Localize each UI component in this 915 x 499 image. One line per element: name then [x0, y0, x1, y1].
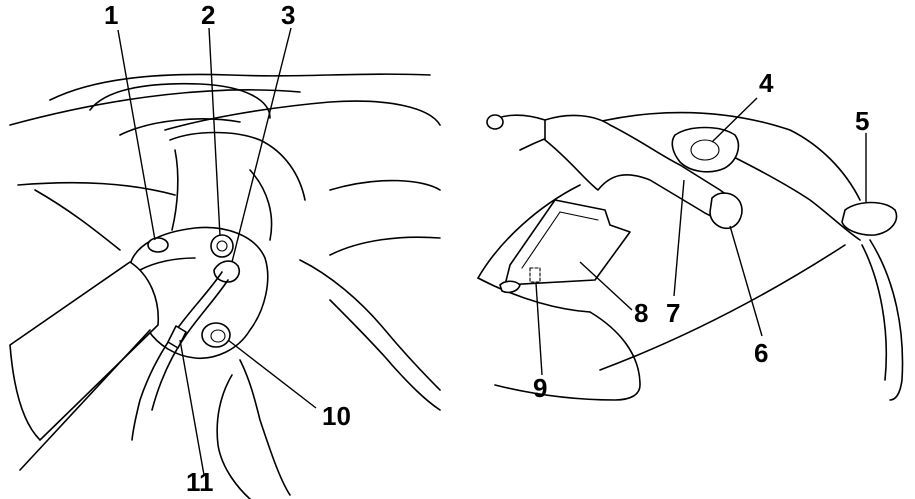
- callout-8: 8: [634, 298, 648, 328]
- callout-4: 4: [759, 68, 774, 98]
- callout-2: 2: [201, 0, 215, 30]
- callout-9: 9: [533, 373, 547, 403]
- callout-5: 5: [855, 106, 869, 136]
- callout-11: 11: [186, 467, 214, 497]
- callout-10: 10: [322, 401, 351, 431]
- callout-6: 6: [754, 338, 768, 368]
- right-hull-view: [478, 113, 903, 400]
- callout-7: 7: [666, 298, 680, 328]
- callout-3: 3: [281, 0, 295, 30]
- left-handlebar-view: [10, 74, 440, 499]
- callout-1: 1: [104, 0, 118, 30]
